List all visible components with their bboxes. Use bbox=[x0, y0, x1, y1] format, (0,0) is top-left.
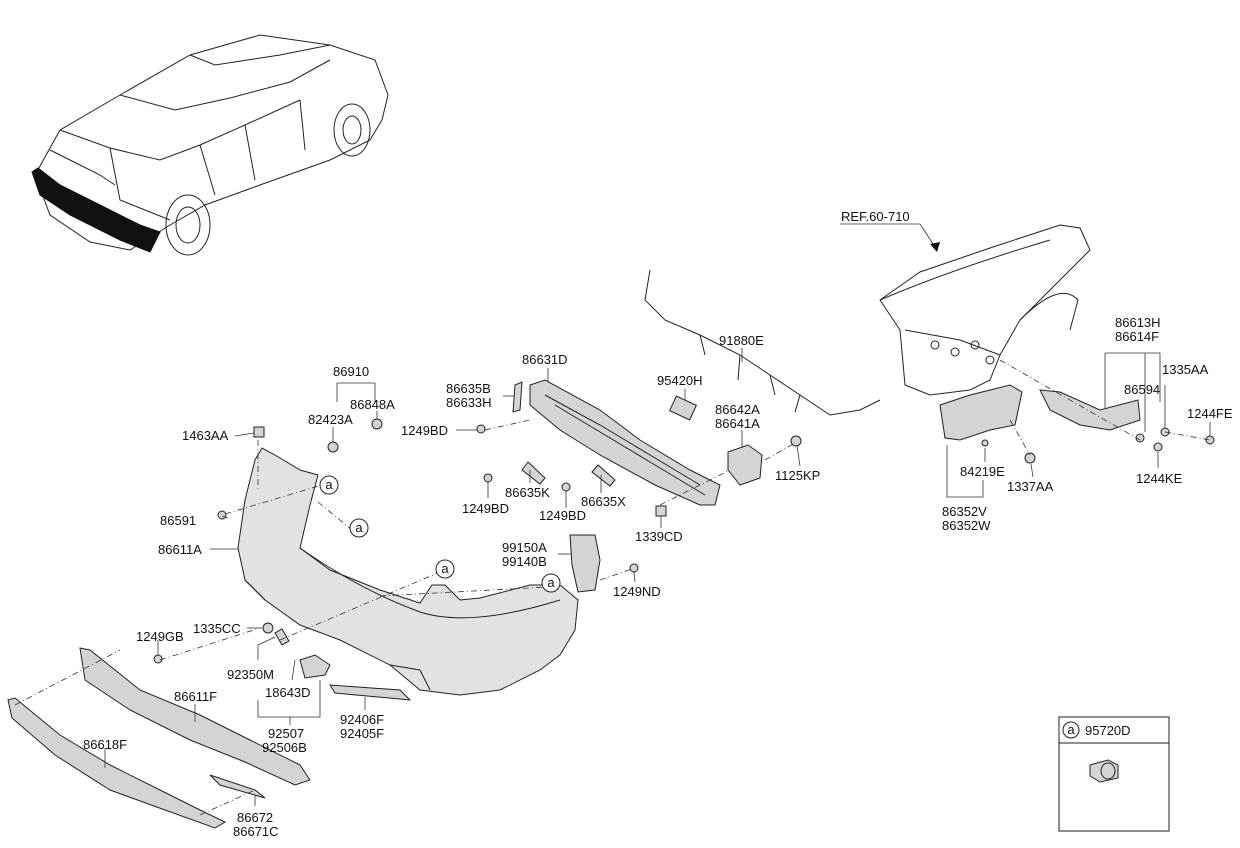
label-99140B: 99140B bbox=[502, 554, 547, 569]
bolt-1249BD-a[interactable] bbox=[476, 424, 486, 434]
svg-text:a: a bbox=[355, 520, 363, 535]
skid-plate-86618F[interactable] bbox=[7, 697, 227, 829]
bracket-86635X[interactable] bbox=[591, 464, 616, 487]
label-86631D: 86631D bbox=[522, 352, 568, 367]
nut-86848A[interactable] bbox=[371, 418, 383, 430]
label-86352W: 86352W bbox=[942, 518, 991, 533]
label-1335CC: 1335CC bbox=[193, 621, 241, 636]
label-1244FE: 1244FE bbox=[1187, 406, 1233, 421]
reflector-92406F[interactable] bbox=[329, 684, 412, 701]
part-labels: REF.60-710 86910 82423A 86848A 1463AA 86… bbox=[83, 209, 1233, 839]
screw-1249GB[interactable] bbox=[153, 654, 163, 664]
parking-sensor-95720D[interactable] bbox=[1089, 759, 1119, 783]
bracket-99150A[interactable] bbox=[569, 534, 601, 593]
label-86594: 86594 bbox=[1124, 382, 1160, 397]
label-86910: 86910 bbox=[333, 364, 369, 379]
screw-86591[interactable] bbox=[217, 510, 227, 520]
clip-84219E[interactable] bbox=[981, 439, 989, 447]
label-1339CD: 1339CD bbox=[635, 529, 683, 544]
sensor-bracket-95420H[interactable] bbox=[668, 395, 698, 421]
label-1337AA: 1337AA bbox=[1007, 479, 1054, 494]
label-82423A: 82423A bbox=[308, 412, 353, 427]
label-1249ND: 1249ND bbox=[613, 584, 661, 599]
label-86642A: 86642A bbox=[715, 402, 760, 417]
label-1125KP: 1125KP bbox=[775, 468, 820, 483]
label-86672: 86672 bbox=[237, 810, 273, 825]
label-86352V: 86352V bbox=[942, 504, 987, 519]
bulb-92350M[interactable] bbox=[274, 628, 290, 646]
label-18643D: 18643D bbox=[265, 685, 311, 700]
label-86641A: 86641A bbox=[715, 416, 760, 431]
moulding-86672[interactable] bbox=[209, 774, 266, 799]
label-1463AA: 1463AA bbox=[182, 428, 229, 443]
callout-legend-box: a 95720D bbox=[1058, 716, 1170, 832]
bolt-1249BD-c[interactable] bbox=[561, 482, 571, 492]
label-84219E: 84219E bbox=[960, 464, 1005, 479]
label-99150A: 99150A bbox=[502, 540, 547, 555]
label-92507: 92507 bbox=[268, 726, 304, 741]
label-92406F: 92406F bbox=[340, 712, 384, 727]
label-1244KE: 1244KE bbox=[1136, 471, 1183, 486]
bolt-1249ND[interactable] bbox=[629, 563, 639, 573]
wiring-harness-91880E[interactable] bbox=[644, 269, 881, 416]
label-ref: REF.60-710 bbox=[841, 209, 910, 224]
side-bracket-86613H[interactable] bbox=[1039, 389, 1141, 431]
label-1335AA: 1335AA bbox=[1162, 362, 1209, 377]
body-panel-illustration bbox=[879, 224, 1091, 396]
label-95420H: 95420H bbox=[657, 373, 703, 388]
label-1249BD-a: 1249BD bbox=[401, 423, 448, 438]
side-bracket-86352V[interactable] bbox=[939, 384, 1023, 441]
svg-text:a: a bbox=[325, 477, 333, 492]
nut-82423A[interactable] bbox=[327, 441, 339, 453]
callout-a-4: a bbox=[541, 573, 561, 593]
bolt-1125KP[interactable] bbox=[790, 435, 802, 447]
svg-text:a: a bbox=[1067, 722, 1075, 737]
label-92405F: 92405F bbox=[340, 726, 384, 741]
label-86613H: 86613H bbox=[1115, 315, 1161, 330]
label-86633H: 86633H bbox=[446, 395, 492, 410]
label-86611F: 86611F bbox=[174, 689, 217, 704]
label-92350M: 92350M bbox=[227, 667, 274, 682]
label-86635B: 86635B bbox=[446, 381, 491, 396]
bumper-cover-86611A[interactable] bbox=[237, 447, 579, 696]
label-95720D: 95720D bbox=[1085, 723, 1131, 738]
vehicle-overview-illustration bbox=[31, 34, 389, 256]
callout-a-3: a bbox=[435, 559, 455, 579]
label-86848A: 86848A bbox=[350, 397, 395, 412]
clip-1463AA[interactable] bbox=[253, 426, 265, 438]
callout-a-2: a bbox=[349, 518, 369, 538]
callout-a-1: a bbox=[319, 475, 339, 495]
lamp-92507[interactable] bbox=[299, 654, 331, 679]
label-1249GB: 1249GB bbox=[136, 629, 184, 644]
leader-lines bbox=[104, 348, 1211, 806]
bolt-1244FE[interactable] bbox=[1205, 435, 1215, 445]
bracket-86635B[interactable] bbox=[512, 381, 523, 413]
bracket-86635K[interactable] bbox=[521, 461, 546, 485]
assembly-guide-lines bbox=[14, 359, 1211, 816]
label-92506B: 92506B bbox=[262, 740, 307, 755]
label-86635X: 86635X bbox=[581, 494, 626, 509]
bracket-86642A[interactable] bbox=[727, 444, 763, 486]
label-86671C: 86671C bbox=[233, 824, 279, 839]
label-91880E: 91880E bbox=[719, 333, 764, 348]
bumper-beam-86631D[interactable] bbox=[529, 379, 721, 506]
bolt-1249BD-b[interactable] bbox=[483, 473, 493, 483]
label-1249BD-c: 1249BD bbox=[539, 508, 586, 523]
nut-1339CD[interactable] bbox=[655, 505, 667, 517]
label-1249BD-b: 1249BD bbox=[462, 501, 509, 516]
label-86618F: 86618F bbox=[83, 737, 127, 752]
bolt-1244KE[interactable] bbox=[1153, 442, 1163, 452]
svg-text:a: a bbox=[547, 575, 555, 590]
svg-text:a: a bbox=[441, 561, 449, 576]
label-86611A: 86611A bbox=[158, 542, 202, 557]
label-86591: 86591 bbox=[160, 513, 196, 528]
nut-1337AA[interactable] bbox=[1024, 452, 1036, 464]
grommet-1335CC[interactable] bbox=[262, 622, 274, 634]
label-86614F: 86614F bbox=[1115, 329, 1159, 344]
label-86635K: 86635K bbox=[505, 485, 550, 500]
